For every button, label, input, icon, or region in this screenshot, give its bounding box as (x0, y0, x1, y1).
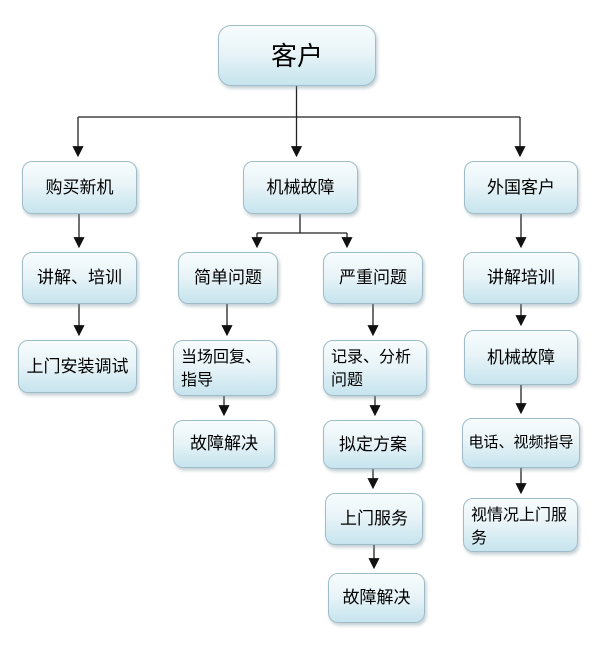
node-explain-training: 讲解、培训 (22, 252, 137, 304)
node-onspot-reply-guide: 当场回复、指导 (173, 340, 277, 396)
node-serious-problem: 严重问题 (323, 252, 423, 304)
node-record-analyze: 记录、分析问题 (323, 340, 427, 396)
node-mechanical-failure: 机械故障 (243, 161, 358, 214)
node-customer: 客户 (218, 25, 376, 86)
node-foreign-customer: 外国客户 (464, 161, 578, 214)
node-problem-solved-1: 故障解决 (173, 420, 275, 468)
node-simple-problem: 简单问题 (178, 252, 278, 304)
node-phone-video-guide: 电话、视频指导 (462, 418, 580, 468)
node-problem-solved-2: 故障解决 (328, 573, 425, 623)
node-mechanical-failure-2: 机械故障 (464, 330, 578, 385)
node-buy-new-machine: 购买新机 (22, 161, 137, 214)
node-draft-plan: 拟定方案 (323, 420, 423, 469)
node-onsite-service: 上门服务 (325, 493, 423, 545)
node-explain-training-2: 讲解培训 (463, 252, 579, 304)
node-onsite-install-debug: 上门安装调试 (18, 340, 137, 393)
node-onsite-as-needed: 视情况上门服务 (463, 498, 578, 552)
